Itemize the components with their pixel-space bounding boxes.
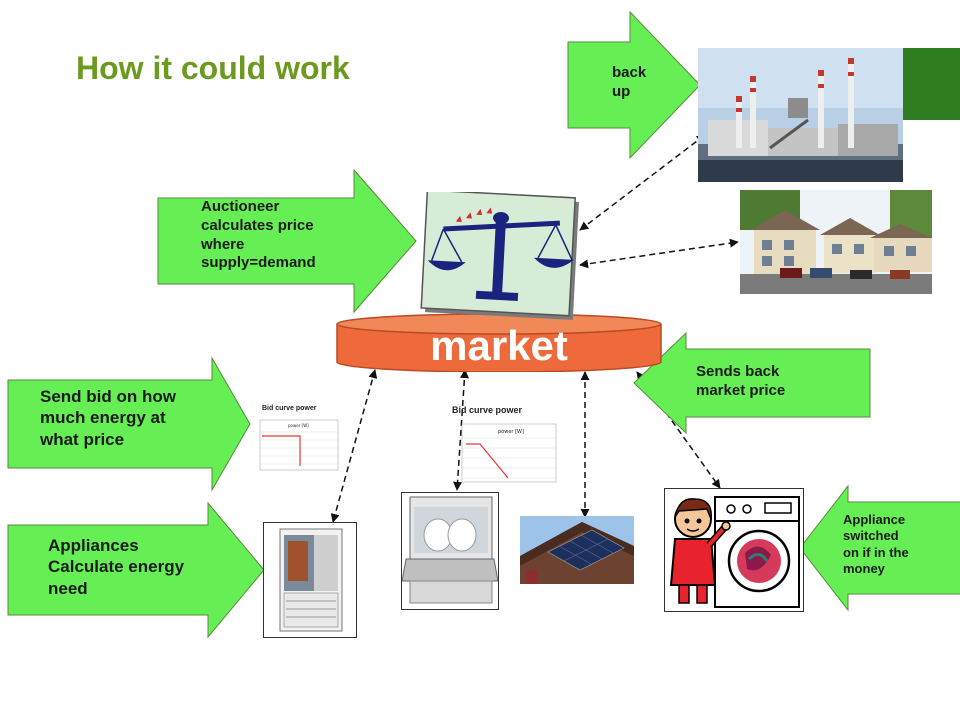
bid-chart-2: power [W] — [458, 422, 558, 488]
send-bid-arrow: Send bid on how much energy at what pric… — [7, 356, 251, 492]
link-dishwasher — [453, 369, 469, 491]
sends-back-arrow: Sends back market price — [633, 331, 871, 435]
solar-roof-image — [520, 516, 634, 584]
market-label: market — [430, 322, 568, 369]
appliances-text: Appliances Calculate energy need — [48, 536, 185, 598]
bid-chart-2-curve — [466, 443, 509, 479]
bid-chart-2-inner-title: power [W] — [498, 429, 524, 435]
link-apartments — [579, 238, 739, 269]
link-powerplant — [579, 134, 706, 231]
switched-on-text: Appliance switched on if in the money — [843, 512, 909, 576]
market-cylinder: market — [335, 312, 663, 372]
apartments-image — [740, 190, 932, 294]
send-bid-text: Send bid on how much energy at what pric… — [40, 387, 176, 449]
backup-text: back up — [612, 64, 647, 100]
auctioneer-arrow: Auctioneer calculates price where supply… — [157, 168, 417, 314]
link-boiler — [330, 369, 378, 523]
bid-chart-1-inner-title: power [W] — [288, 423, 309, 428]
page-title: How it could work — [76, 50, 350, 86]
washing-machine-image — [664, 488, 804, 612]
bid-chart-1-curve — [262, 435, 301, 466]
boiler-image — [263, 522, 357, 638]
sends-back-text: Sends back market price — [696, 363, 786, 399]
scales-image — [420, 189, 580, 322]
dishwasher-image — [401, 492, 499, 610]
switched-on-arrow: Appliance switched on if in the money — [799, 484, 960, 612]
power-plant-image — [698, 48, 903, 182]
bid-chart-2-title: Bid curve power — [452, 405, 523, 415]
bid-chart-1: power [W] — [256, 418, 340, 474]
appliances-arrow: Appliances Calculate energy need — [7, 501, 265, 639]
bid-chart-1-title: Bid curve power — [262, 405, 317, 412]
auctioneer-text: Auctioneer calculates price where supply… — [201, 198, 316, 272]
backup-arrow: back up — [567, 10, 701, 160]
